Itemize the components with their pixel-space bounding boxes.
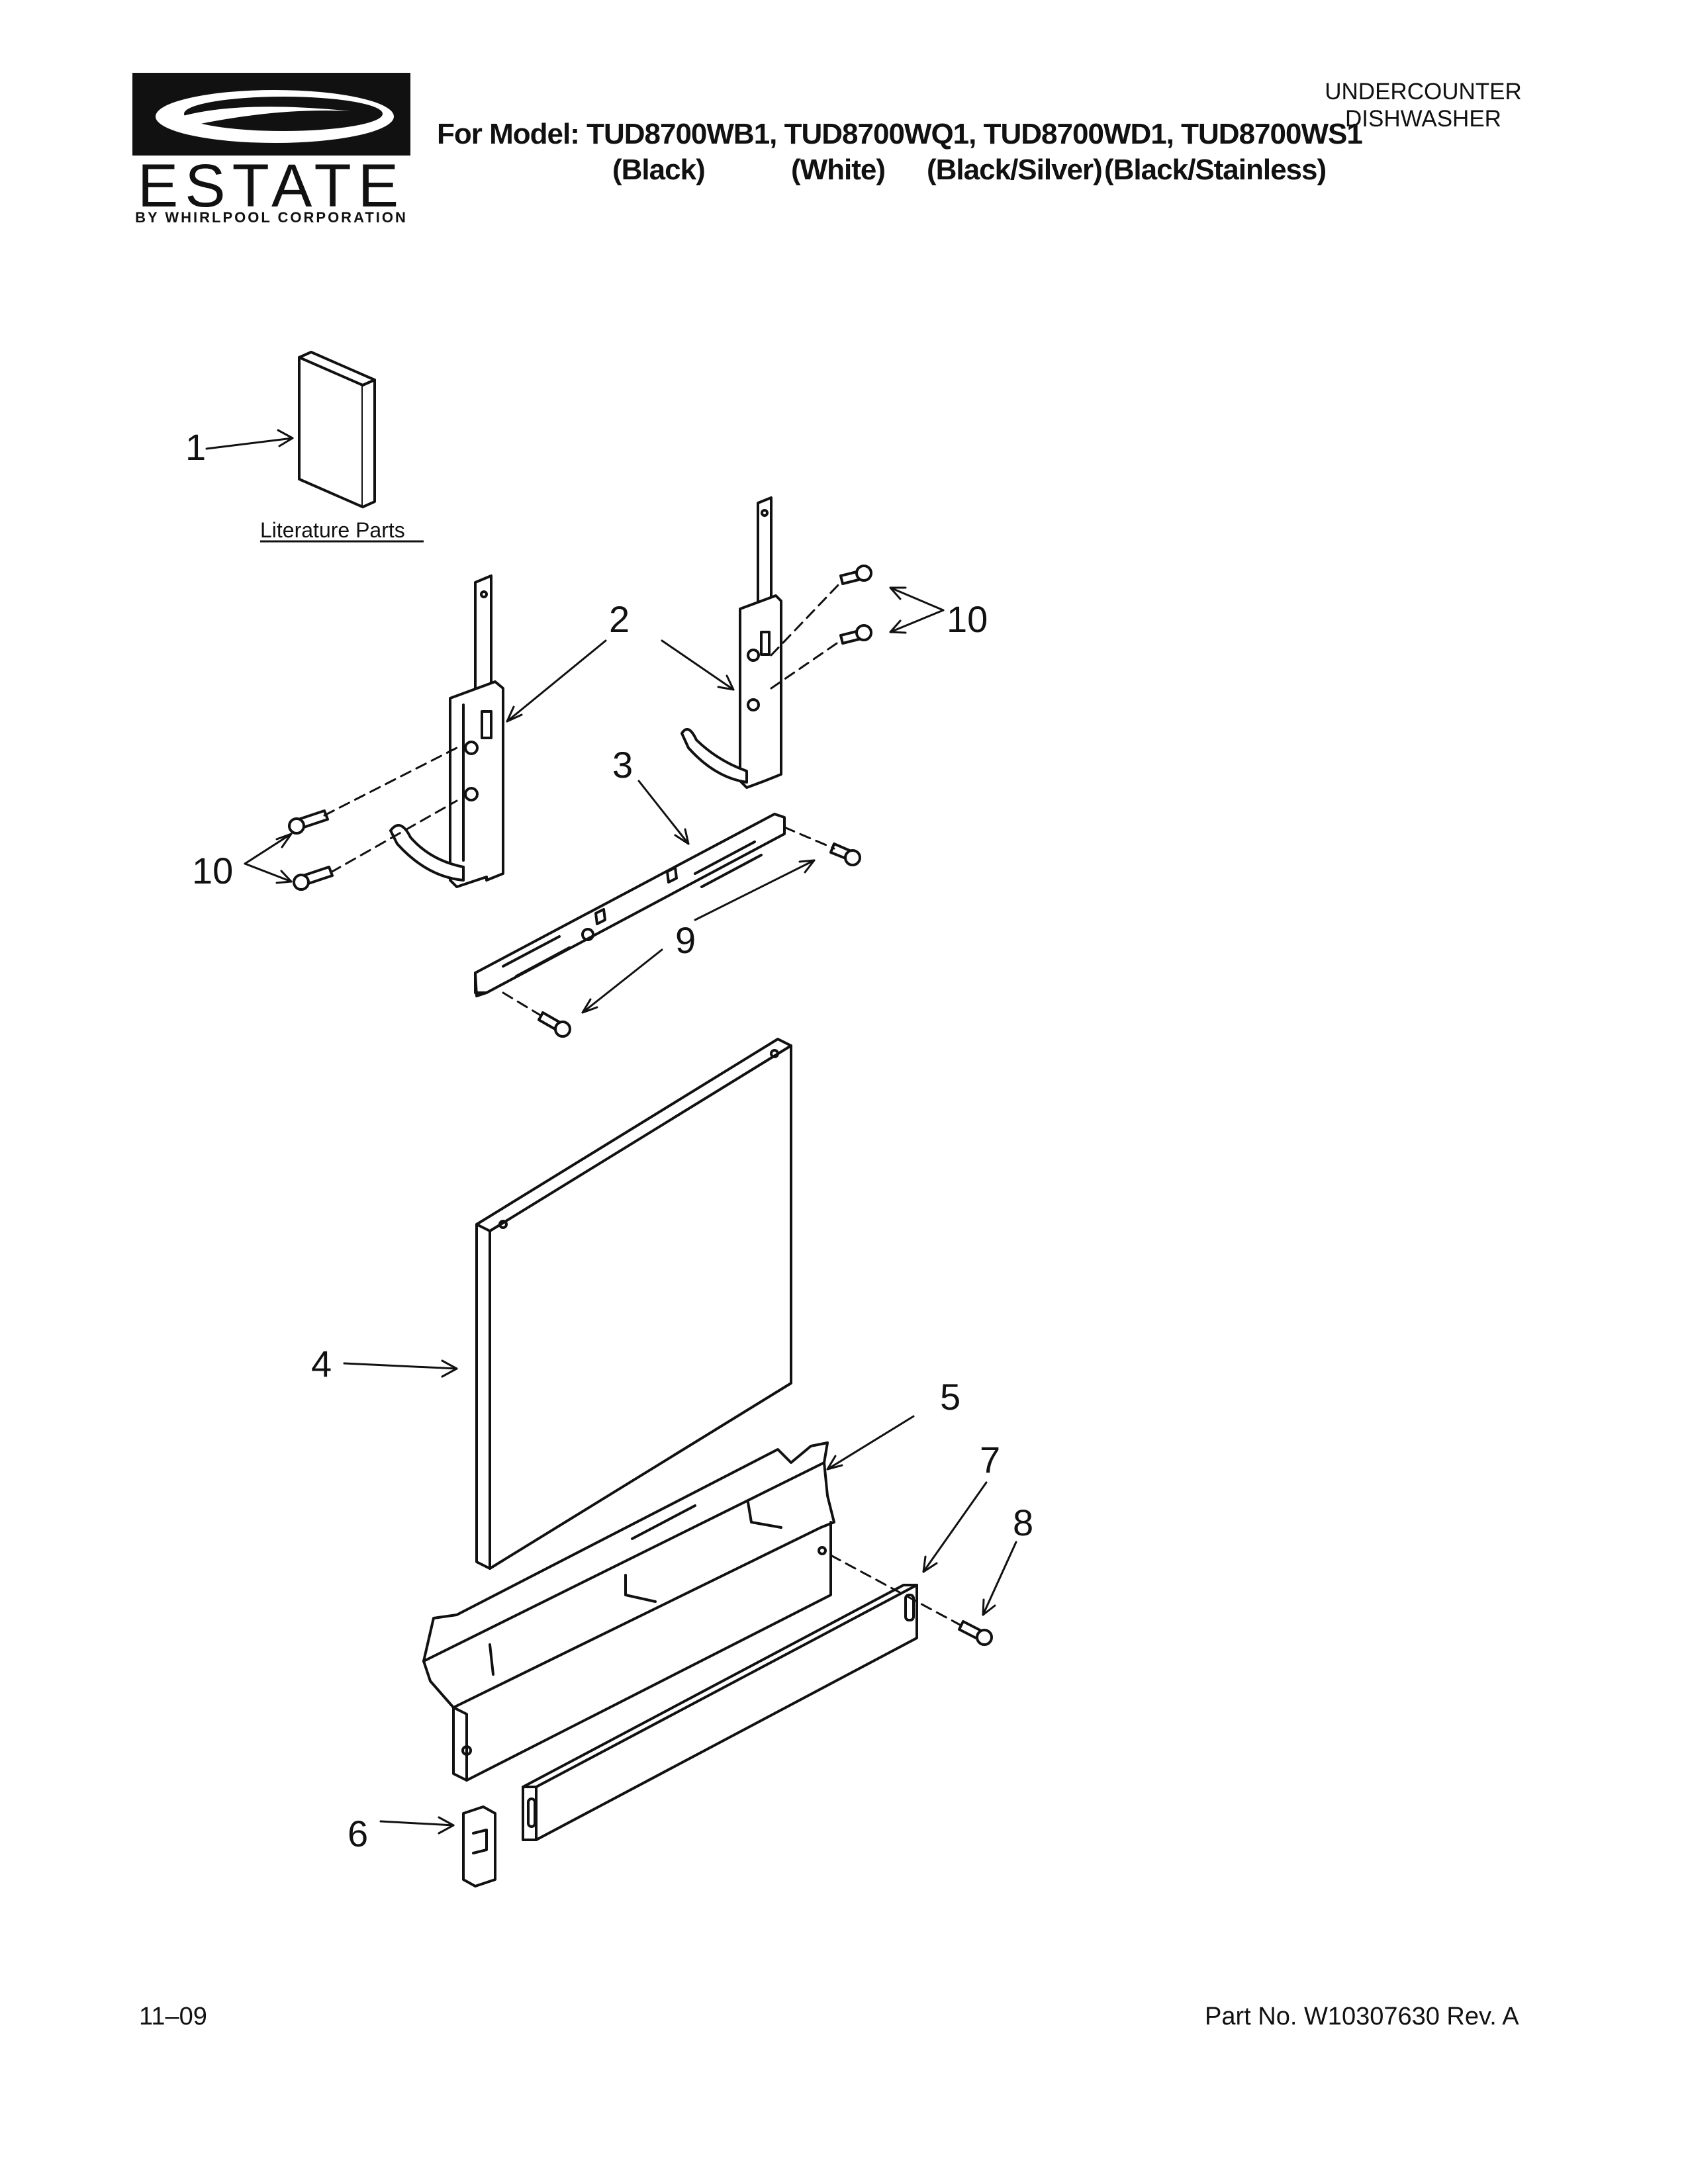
callout-8: 8 xyxy=(1013,1502,1033,1543)
screw-10-b xyxy=(293,866,334,891)
part-2-hinge-right xyxy=(680,496,782,789)
callout-1: 1 xyxy=(185,426,206,468)
finish-black: (Black) xyxy=(612,154,706,186)
part-number: Part No. W10307630 Rev. A xyxy=(1205,2003,1519,2030)
callout-2: 2 xyxy=(609,598,630,640)
category-line-2: DISHWASHER xyxy=(1345,106,1501,132)
callout-9: 9 xyxy=(675,919,696,961)
callout-7: 7 xyxy=(980,1439,1000,1480)
product-category: UNDERCOUNTER DISHWASHER xyxy=(1291,78,1556,132)
part-7-toe-panel xyxy=(522,1584,918,1841)
screw-10-a xyxy=(288,809,329,835)
estate-logo-mark xyxy=(132,73,410,156)
part-3-rail xyxy=(474,813,786,997)
screw-8 xyxy=(958,1620,993,1646)
part-2-hinge-left xyxy=(389,574,504,888)
part-4-door-panel xyxy=(475,1038,792,1570)
screw-10-d xyxy=(839,624,872,645)
revision-date: 11–09 xyxy=(139,2003,207,2030)
brand-subtitle: BY WHIRLPOOL CORPORATION xyxy=(135,209,408,226)
part-5-lower-panel xyxy=(422,1441,835,1782)
callout-10-left: 10 xyxy=(192,850,233,891)
callout-6: 6 xyxy=(348,1813,368,1854)
estate-logo: ESTATE BY WHIRLPOOL CORPORATION xyxy=(132,73,410,226)
callout-3: 3 xyxy=(612,744,633,786)
finish-black-stainless: (Black/Stainless) xyxy=(1104,154,1327,186)
callout-10-right: 10 xyxy=(947,598,988,640)
finish-black-silver: (Black/Silver) xyxy=(927,154,1103,186)
callout-4: 4 xyxy=(311,1343,332,1385)
screw-9-b xyxy=(538,1011,571,1038)
screw-10-c xyxy=(839,565,872,585)
model-line: For Model: TUD8700WB1, TUD8700WQ1, TUD87… xyxy=(437,118,1363,150)
part-6-clip xyxy=(462,1805,496,1888)
finish-white: (White) xyxy=(791,154,886,186)
category-line-1: UNDERCOUNTER xyxy=(1325,79,1522,105)
literature-label: Literature Parts xyxy=(260,518,405,542)
leader-lines xyxy=(205,429,1017,1835)
assembly-lines xyxy=(323,581,961,1626)
literature-label-group: Literature Parts xyxy=(260,518,424,543)
callout-5: 5 xyxy=(940,1376,961,1418)
part-1-literature xyxy=(298,351,376,508)
screw-9-a xyxy=(829,842,861,866)
brand-name: ESTATE xyxy=(137,152,406,220)
